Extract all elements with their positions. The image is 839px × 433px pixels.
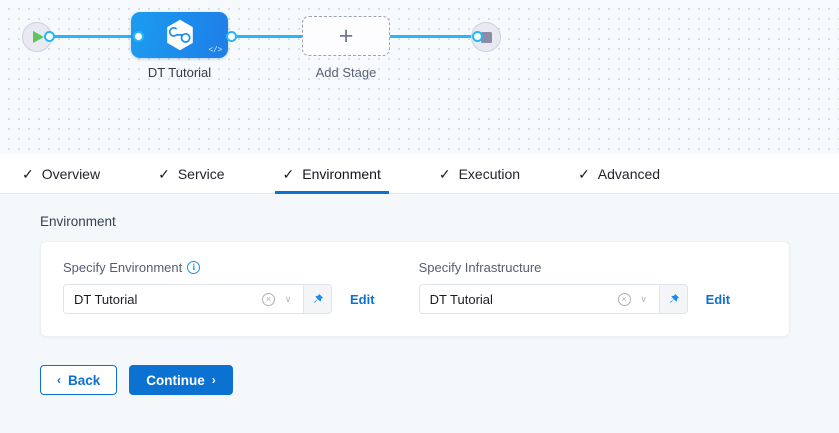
environment-selected-value: DT Tutorial bbox=[74, 291, 138, 307]
tab-environment[interactable]: ✓ Environment bbox=[274, 154, 390, 194]
code-icon: </> bbox=[208, 46, 222, 55]
chevron-right-icon: › bbox=[211, 373, 216, 387]
continue-button[interactable]: Continue › bbox=[129, 365, 233, 395]
infrastructure-select[interactable]: DT Tutorial × ∨ bbox=[418, 284, 688, 314]
footer-actions: ‹ Back Continue › bbox=[40, 365, 839, 395]
stage-node-label: DT Tutorial bbox=[147, 65, 212, 80]
tab-advanced[interactable]: ✓ Advanced bbox=[570, 154, 668, 194]
tab-service[interactable]: ✓ Service bbox=[150, 154, 232, 194]
connector-port-end[interactable] bbox=[472, 31, 483, 42]
connector-addstage-to-end bbox=[390, 35, 478, 38]
connector-port-start[interactable] bbox=[44, 31, 55, 42]
check-icon: ✓ bbox=[438, 165, 451, 182]
chevron-left-icon: ‹ bbox=[57, 373, 61, 387]
connector-port-stage-out[interactable] bbox=[226, 31, 237, 42]
pin-icon-button[interactable] bbox=[303, 285, 331, 313]
stop-icon bbox=[480, 31, 492, 43]
tab-label: Advanced bbox=[597, 165, 661, 182]
play-icon bbox=[33, 31, 44, 43]
specify-environment-field: Specify Environment i DT Tutorial × ∨ bbox=[63, 260, 375, 314]
infrastructure-selected-value: DT Tutorial bbox=[429, 291, 493, 307]
environment-select-control[interactable]: DT Tutorial × ∨ bbox=[64, 285, 303, 313]
specify-infrastructure-label: Specify Infrastructure bbox=[419, 260, 731, 275]
add-stage-label: Add Stage bbox=[315, 65, 377, 80]
clear-icon[interactable]: × bbox=[617, 292, 631, 306]
chevron-down-icon[interactable]: ∨ bbox=[640, 293, 647, 304]
specify-environment-label: Specify Environment i bbox=[63, 260, 375, 275]
connector-start-to-stage bbox=[46, 35, 138, 38]
back-button-label: Back bbox=[68, 372, 101, 388]
specify-infrastructure-field: Specify Infrastructure DT Tutorial × ∨ bbox=[418, 260, 731, 314]
harness-hexagon-icon bbox=[166, 19, 193, 51]
check-icon: ✓ bbox=[578, 165, 590, 182]
field-label-text: Specify Environment bbox=[63, 260, 183, 275]
specify-infrastructure-row: DT Tutorial × ∨ Edit bbox=[418, 284, 731, 314]
pin-icon-button[interactable] bbox=[658, 285, 687, 313]
continue-button-label: Continue bbox=[146, 372, 205, 388]
environment-tab-panel: Environment Specify Environment i DT Tut… bbox=[0, 194, 839, 433]
environment-edit-link[interactable]: Edit bbox=[350, 291, 375, 307]
stage-tab-bar: ✓ Overview ✓ Service ✓ Environment ✓ Exe… bbox=[0, 154, 839, 194]
environment-card: Specify Environment i DT Tutorial × ∨ bbox=[40, 241, 790, 337]
field-label-text: Specify Infrastructure bbox=[418, 260, 542, 275]
environment-select[interactable]: DT Tutorial × ∨ bbox=[63, 284, 332, 314]
check-icon: ✓ bbox=[22, 165, 34, 182]
info-icon[interactable]: i bbox=[187, 261, 201, 274]
pin-icon bbox=[669, 293, 679, 303]
specify-environment-row: DT Tutorial × ∨ Edit bbox=[63, 284, 375, 314]
back-button[interactable]: ‹ Back bbox=[40, 365, 118, 395]
stage-node-dt-tutorial[interactable]: </> bbox=[131, 12, 228, 58]
plus-icon: + bbox=[338, 21, 354, 50]
pipeline-canvas[interactable]: </> DT Tutorial + Add Stage bbox=[0, 0, 839, 154]
add-stage-button[interactable]: + bbox=[302, 16, 390, 56]
check-icon: ✓ bbox=[158, 165, 170, 182]
section-title: Environment bbox=[40, 214, 116, 229]
tab-label: Environment bbox=[302, 165, 381, 182]
pin-icon bbox=[314, 293, 323, 303]
tab-label: Execution bbox=[458, 165, 521, 182]
chevron-down-icon[interactable]: ∨ bbox=[284, 293, 292, 304]
connector-port-stage-in[interactable] bbox=[133, 31, 144, 42]
infrastructure-edit-link[interactable]: Edit bbox=[705, 291, 731, 307]
connector-stage-to-addstage bbox=[232, 35, 304, 38]
tab-label: Overview bbox=[41, 165, 101, 182]
infrastructure-select-control[interactable]: DT Tutorial × ∨ bbox=[419, 285, 659, 313]
tab-overview[interactable]: ✓ Overview bbox=[14, 154, 108, 194]
tab-label: Service bbox=[177, 165, 225, 182]
tab-execution[interactable]: ✓ Execution bbox=[431, 154, 528, 194]
check-icon: ✓ bbox=[282, 165, 295, 182]
clear-icon[interactable]: × bbox=[262, 292, 275, 306]
